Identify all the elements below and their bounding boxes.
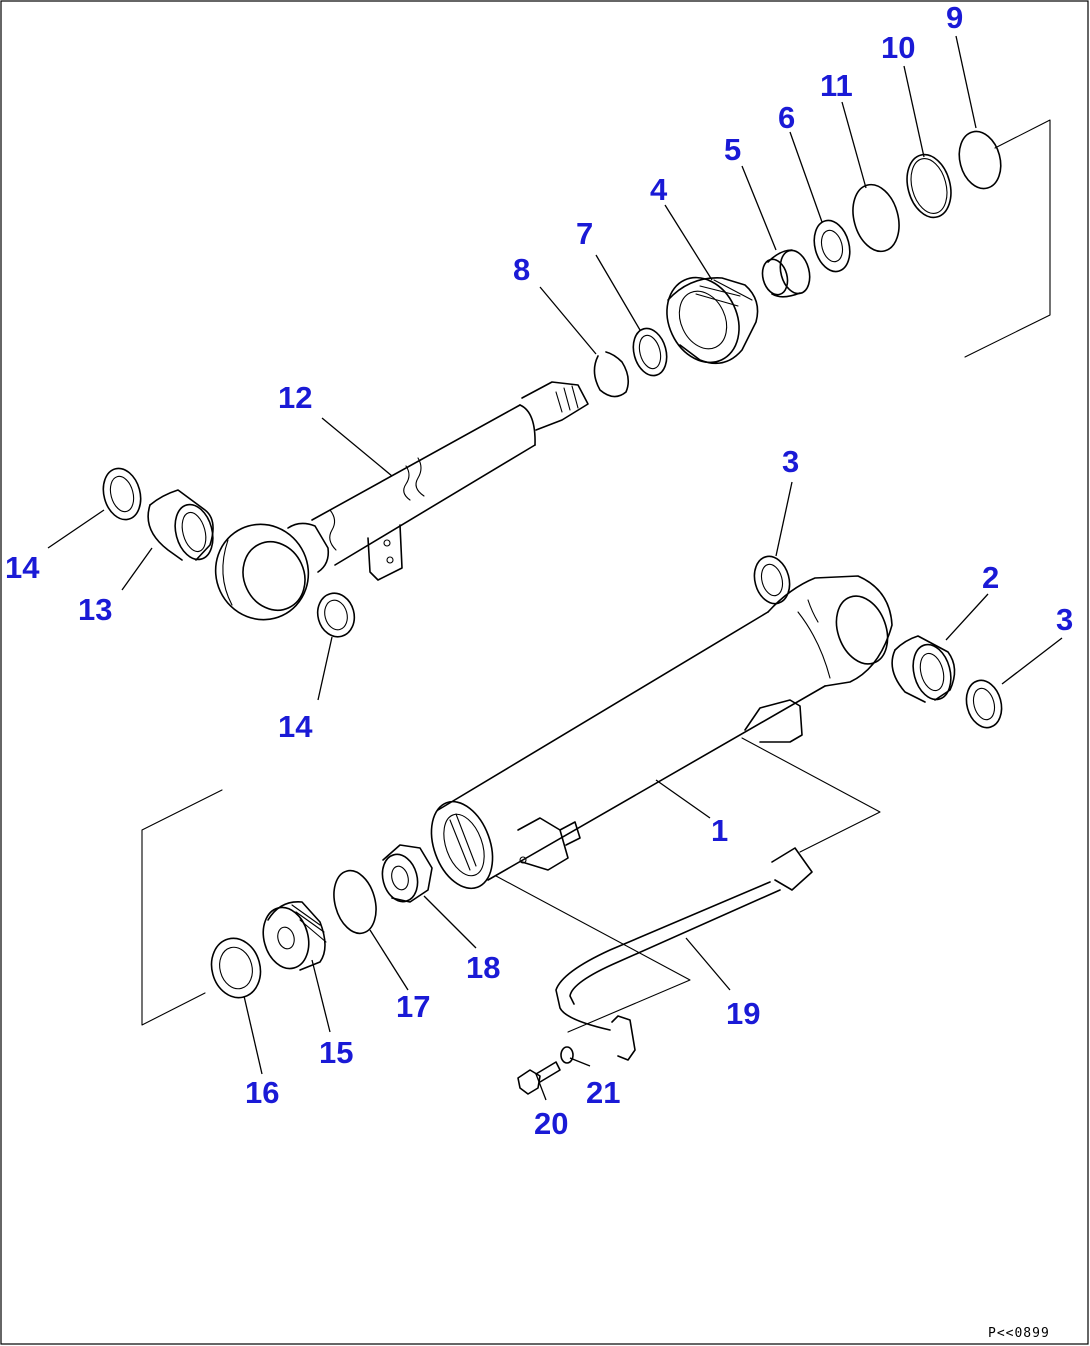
- part-11-piston-ring: [852, 183, 900, 253]
- callout-19: 19: [726, 996, 760, 1031]
- callout-14-lower: 14: [278, 709, 313, 744]
- leader-lines: [47, 35, 1063, 1101]
- part-5-bushing: [779, 249, 811, 295]
- rod-mount-bracket: [367, 524, 403, 581]
- callout-13: 13: [78, 592, 112, 627]
- callout-3-right: 3: [1056, 602, 1073, 637]
- part-2-bushing: [894, 635, 956, 701]
- callout-labels: 1 2 3 3 4 5 6 7 8 9 10 11 12 13 14 14 15…: [5, 0, 1073, 1141]
- part-10-wear-ring: [906, 153, 952, 219]
- callout-15: 15: [319, 1035, 353, 1070]
- callout-5: 5: [724, 132, 741, 167]
- part-6-nut: [813, 219, 851, 273]
- callout-18: 18: [466, 950, 500, 985]
- rod-eye-outer: [214, 523, 310, 621]
- piston-rod-body: [311, 404, 536, 566]
- callout-20: 20: [534, 1106, 568, 1141]
- upper-group-bracket: [964, 119, 1051, 358]
- part-14-bushing-lower: [316, 592, 356, 638]
- part-19-pipe-fitting: [771, 847, 813, 891]
- part-15-piston: [267, 901, 326, 971]
- part-14-bushing-left: [102, 467, 142, 521]
- callout-21: 21: [586, 1075, 620, 1110]
- part-17-piston-ring: [333, 869, 377, 935]
- part-1-port-block: [744, 699, 803, 743]
- part-8-snap-ring: [593, 351, 630, 398]
- callout-16: 16: [245, 1075, 279, 1110]
- callout-10: 10: [881, 30, 915, 65]
- part-1-bottom-eye-bore: [835, 595, 889, 665]
- callout-4: 4: [650, 172, 668, 207]
- cylinder-body-assembly: [141, 555, 1003, 1095]
- part-9-seal: [958, 130, 1002, 190]
- callout-14-left: 14: [5, 550, 40, 585]
- callout-12: 12: [278, 380, 312, 415]
- callout-9: 9: [946, 0, 963, 35]
- callout-7: 7: [576, 216, 593, 251]
- part-16-seal-ring: [210, 937, 262, 999]
- part-3-dust-seal-right: [965, 679, 1003, 729]
- drawing-code: P<<0899: [988, 1326, 1050, 1341]
- part-3-dust-seal-upper: [753, 555, 791, 605]
- part-1-port-fitting: [517, 817, 569, 871]
- part-19-clamp: [611, 1015, 636, 1061]
- callout-6: 6: [778, 100, 795, 135]
- callout-17: 17: [396, 989, 430, 1024]
- callout-1: 1: [711, 813, 728, 848]
- part-19-pipe: [555, 881, 771, 1031]
- part-4-cylinder-head: [667, 277, 759, 365]
- piston-rod-assembly: [102, 119, 1051, 638]
- lower-group-bracket: [141, 789, 223, 1026]
- part-1-cylinder-tube: [437, 611, 826, 881]
- part-20-bolt: [517, 1061, 561, 1095]
- rod-thread: [521, 381, 589, 431]
- callout-3-upper: 3: [782, 444, 799, 479]
- callout-11: 11: [820, 68, 853, 103]
- callout-8: 8: [513, 252, 530, 287]
- rod-eye-inner: [242, 541, 306, 611]
- part-18-nut: [382, 844, 433, 903]
- callout-2: 2: [982, 560, 999, 595]
- part-21-washer: [560, 1046, 574, 1064]
- part-7-ring: [632, 327, 668, 377]
